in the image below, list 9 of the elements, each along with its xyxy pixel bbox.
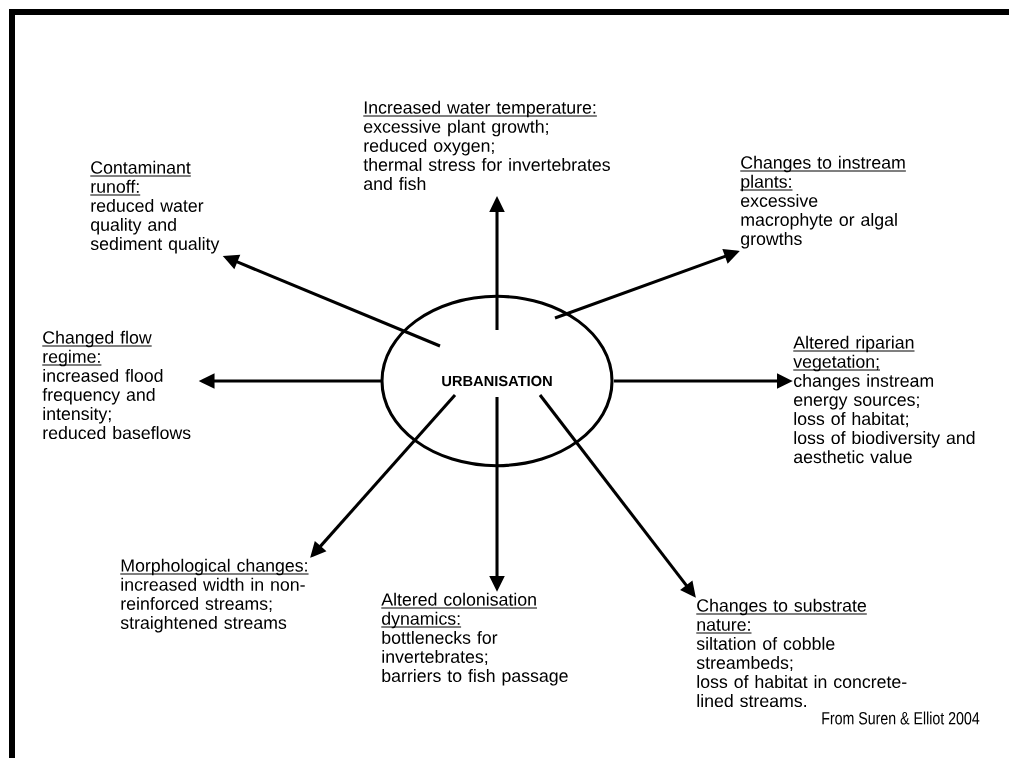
annotation-text: Altered colonisation dynamics: bottlenecks for invertebrates; barriers to fish passage (380, 592, 568, 686)
annotation-text: Changed flow regime: increased flood frequency and intensity; reduced baseflows (41, 330, 191, 440)
annotation-text: Altered riparian vegetation; changes instream energy sources; loss of habitat; loss of biodiversity and aesthetic value (792, 335, 975, 464)
source-note: From Suren & Elliot 2004 (822, 711, 980, 725)
annotation-text: Morphological changes: increased width in non-reinforced streams; straightened streams (119, 558, 310, 633)
annotation-text: Contaminant runoff: reduced water quality and sediment quality (89, 160, 220, 254)
annotation-text: Increased water temperature: excessive plant growth; reduced oxygen; thermal stress for invertebrates and fish (362, 100, 610, 191)
annotation-text: Changes to substrate nature: siltation of cobble streambeds; loss of habitat in concrete-lined streams. (695, 598, 907, 708)
annotation-text: Changes to instream plants: excessive macrophyte or algal growths (739, 155, 907, 249)
